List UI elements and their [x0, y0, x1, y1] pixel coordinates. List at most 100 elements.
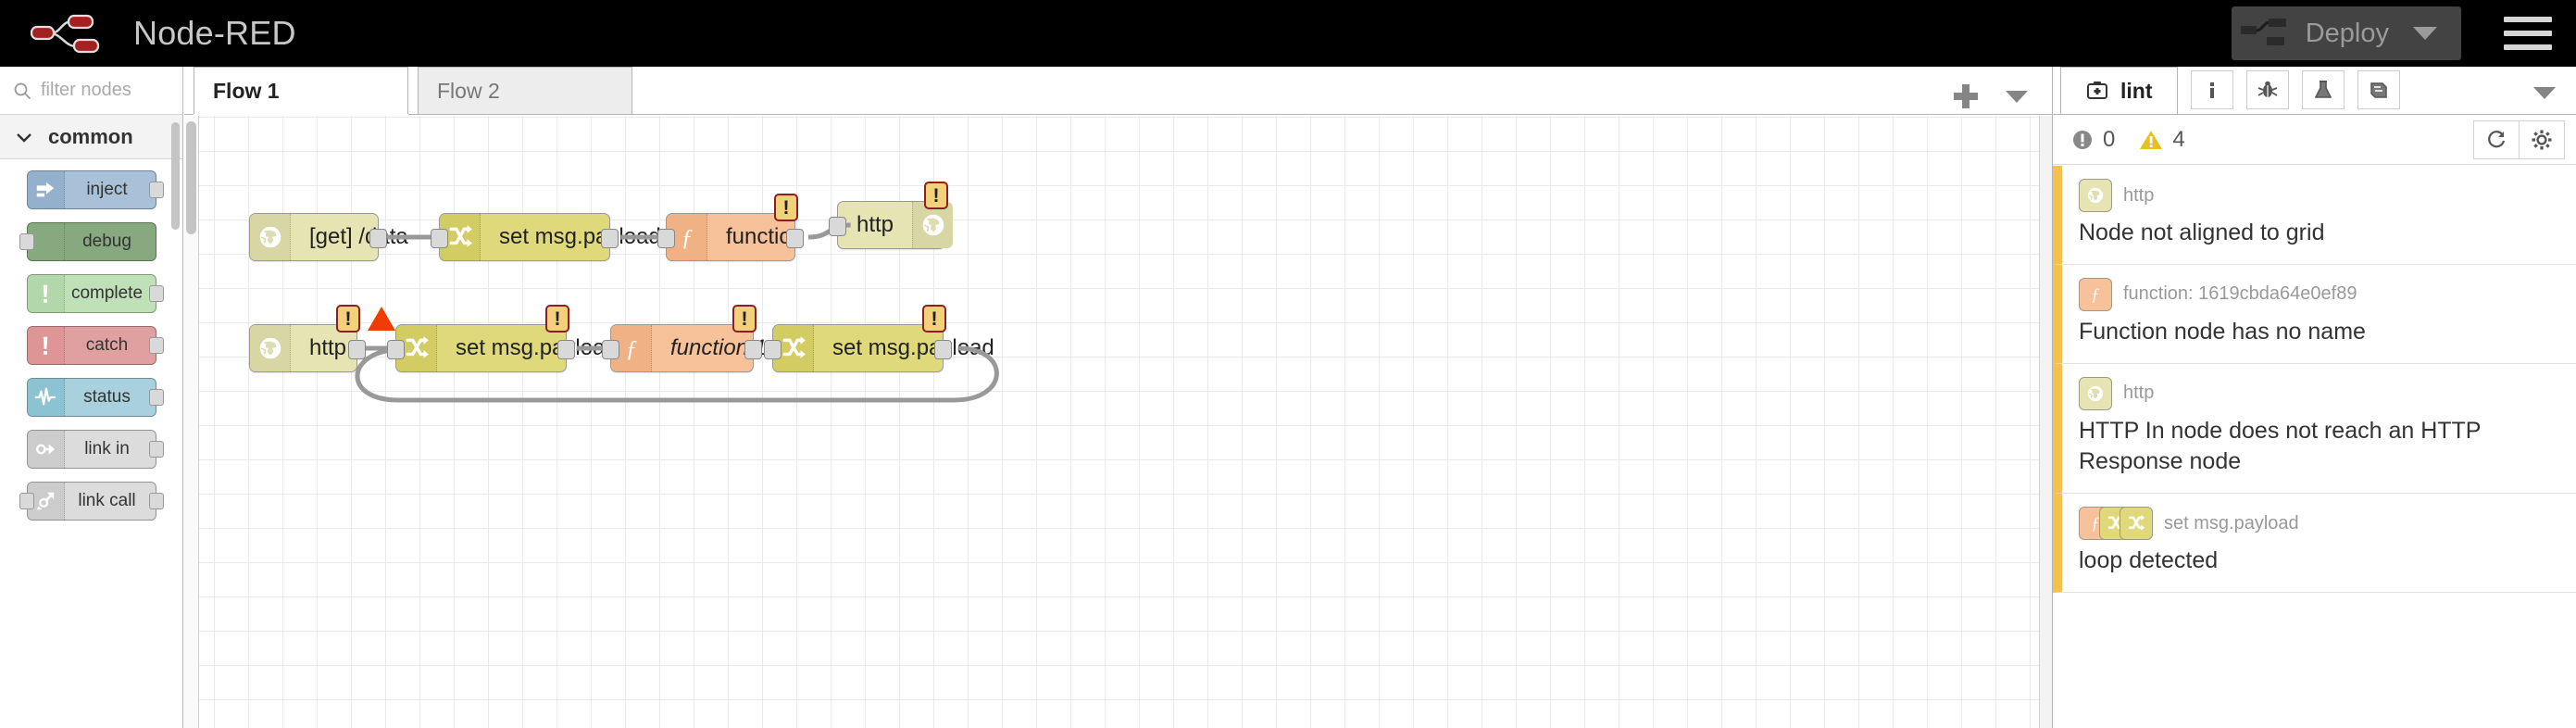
flow-node-output-port[interactable] — [369, 229, 387, 248]
flow-tab-1[interactable]: Flow 1 — [194, 67, 408, 114]
node-error-badge[interactable]: ! — [774, 194, 798, 221]
node-error-badge[interactable]: ! — [732, 305, 757, 333]
flask-icon — [2314, 81, 2332, 98]
flow-workspace: Flow 1 Flow 2 — [184, 67, 2052, 728]
sidebar-button-debug[interactable] — [2245, 70, 2289, 109]
lint-toolbar-actions — [2473, 119, 2565, 159]
flow-node-input-port[interactable] — [829, 217, 846, 236]
palette-node-catch[interactable]: catch — [26, 326, 164, 365]
flow-node-input-port[interactable] — [657, 229, 675, 248]
flow-node-input-port[interactable] — [764, 340, 782, 359]
pulse-wave-icon — [27, 379, 65, 416]
flow-node-n5[interactable]: http! — [249, 305, 395, 372]
link-in-arrow-icon — [27, 431, 65, 468]
palette-node-debug[interactable]: debug — [19, 222, 156, 261]
lint-item-header: http — [2079, 376, 2556, 410]
palette-node-output-port — [148, 441, 164, 458]
node-error-badge[interactable]: ! — [545, 305, 569, 333]
lint-item[interactable]: http HTTP In node does not reach an HTTP… — [2053, 363, 2576, 494]
flow-node-output-port[interactable] — [557, 340, 575, 359]
inject-arrow-icon — [27, 171, 65, 208]
node-error-badge[interactable]: ! — [336, 305, 360, 333]
sidebar-tab-lint-label: lint — [2120, 78, 2153, 103]
node-warning-triangle-icon[interactable] — [368, 307, 395, 331]
palette-node-input-port — [19, 493, 34, 509]
bug-icon — [2257, 81, 2277, 97]
settings-button[interactable] — [2519, 119, 2565, 159]
palette-node-label: status — [83, 387, 131, 407]
palette-search[interactable] — [0, 67, 182, 115]
exclamation-icon — [27, 327, 65, 364]
deploy-label: Deploy — [2305, 18, 2389, 48]
palette-node-status[interactable]: status — [26, 378, 164, 417]
deploy-button[interactable]: Deploy — [2231, 6, 2461, 60]
node-error-badge[interactable]: ! — [924, 182, 948, 209]
flow-node-output-port[interactable] — [934, 340, 952, 359]
refresh-icon — [2488, 130, 2506, 147]
hamburger-menu-icon[interactable] — [2504, 9, 2552, 57]
node-error-badge[interactable]: ! — [922, 305, 946, 333]
sidebar-tab-lint[interactable]: lint — [2060, 67, 2178, 114]
sidebar-button-info[interactable] — [2190, 70, 2233, 109]
flow-node-output-port[interactable] — [744, 340, 762, 359]
flow-node-label: set msg.payload — [832, 335, 994, 360]
palette-scrollbar[interactable] — [171, 122, 180, 230]
lint-toolbar: 0 4 — [2053, 115, 2576, 165]
search-icon — [14, 82, 31, 99]
lint-results-list: http Node not aligned to grid ƒ function… — [2053, 166, 2576, 728]
globe-icon — [912, 202, 954, 248]
lint-item[interactable]: ƒ set msg.payload loop detected — [2053, 494, 2576, 593]
flow-node-input-port[interactable] — [431, 229, 448, 248]
flow-node-n4[interactable]: http! — [829, 182, 954, 249]
flow-node-n2[interactable]: set msg.payload — [431, 213, 661, 261]
lint-item[interactable]: http Node not aligned to grid — [2053, 166, 2576, 265]
flow-node-n8[interactable]: set msg.payload! — [764, 305, 994, 372]
sidebar-button-help[interactable] — [2357, 70, 2400, 109]
palette-node-link-in[interactable]: link in — [26, 430, 164, 469]
flow-tab-actions — [1954, 84, 2052, 114]
lint-error-count: 0 — [2103, 126, 2116, 152]
plus-icon[interactable] — [1954, 84, 1978, 108]
error-circle-icon — [2073, 130, 2092, 149]
chevron-down-icon — [17, 132, 31, 143]
flow-node-input-port[interactable] — [602, 340, 619, 359]
palette-node-link-call[interactable]: link call — [19, 482, 164, 521]
chevron-down-icon[interactable] — [2533, 87, 2556, 99]
palette-node-output-port — [148, 182, 164, 198]
flow-node-output-port[interactable] — [786, 229, 804, 248]
header-actions: Deploy — [2231, 6, 2576, 60]
flow-tab-1-label: Flow 1 — [213, 78, 280, 103]
chevron-down-icon[interactable] — [2413, 27, 2437, 40]
chevron-down-icon[interactable] — [2006, 90, 2028, 103]
book-icon — [2370, 82, 2387, 98]
lint-item-header: http — [2079, 179, 2556, 212]
canvas-vertical-scrollbar[interactable] — [186, 121, 196, 234]
info-icon — [2209, 82, 2214, 98]
palette-node-label: complete — [70, 283, 144, 303]
flow-node-label: http — [857, 212, 894, 237]
palette-category-label: common — [48, 124, 133, 148]
exclamation-icon — [27, 275, 65, 312]
flow-tab-2[interactable]: Flow 2 — [418, 67, 632, 114]
flow-node-input-port[interactable] — [387, 340, 405, 359]
palette-node-complete[interactable]: complete — [26, 274, 164, 313]
palette-node-output-port — [148, 337, 164, 354]
flow-node-output-port[interactable] — [601, 229, 619, 248]
search-input[interactable] — [41, 80, 169, 101]
sidebar-tab-bar: lint — [2053, 67, 2576, 115]
flow-node-output-port[interactable] — [348, 340, 366, 359]
lint-item-icons: ƒ — [2079, 277, 2112, 311]
palette-node-inject[interactable]: inject — [26, 170, 164, 209]
lint-item[interactable]: ƒ function: 1619cbda64e0ef89 Function no… — [2053, 264, 2576, 364]
flow-node-n6[interactable]: set msg.payload! — [387, 305, 618, 372]
palette-category-common[interactable]: common — [0, 115, 182, 159]
node-red-logo-icon — [30, 14, 100, 54]
lint-warning-count-group: 4 — [2139, 127, 2185, 153]
lint-item-node-name: http — [2123, 383, 2155, 403]
flow-node-n1[interactable]: [get] /data — [249, 213, 408, 261]
refresh-button[interactable] — [2473, 119, 2520, 159]
sidebar-button-context[interactable] — [2301, 70, 2345, 109]
